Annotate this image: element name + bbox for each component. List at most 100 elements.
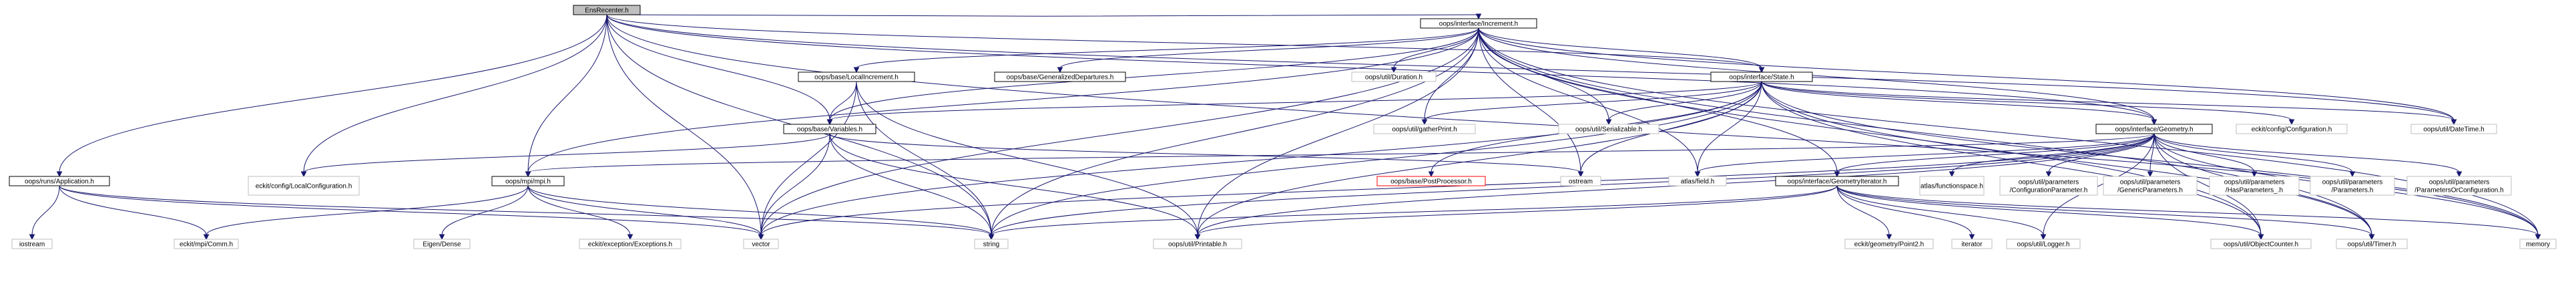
node-iostream[interactable]: iostream — [11, 239, 53, 249]
node-localincrement[interactable]: oops/base/LocalIncrement.h — [798, 72, 915, 82]
node-box — [2310, 176, 2395, 196]
edge-mpi-to-Comm — [203, 185, 529, 241]
node-parametersorconfiguration[interactable]: oops/util/parameters/ParametersOrConfigu… — [2406, 176, 2512, 196]
node-box — [1775, 176, 1899, 186]
edge-State-to-Configuration — [1761, 81, 2295, 126]
node-objectcounter[interactable]: oops/util/ObjectCounter.h — [2210, 239, 2312, 249]
node-box — [9, 176, 110, 186]
node-serializable[interactable]: oops/util/Serializable.h — [1558, 124, 1659, 134]
node-label: /Parameters.h — [2332, 187, 2374, 194]
node-label: oops/base/LocalIncrement.h — [814, 74, 898, 82]
node-geometry[interactable]: oops/interface/Geometry.h — [2095, 124, 2213, 134]
node-memory[interactable]: memory — [2519, 239, 2557, 249]
node-duration[interactable]: oops/util/Duration.h — [1351, 72, 1437, 82]
node-application[interactable]: oops/runs/Application.h — [9, 176, 110, 186]
edge-State-to-Variables — [826, 81, 1762, 126]
edge-LocalIncrement-to-Printable — [856, 81, 1201, 241]
node-configuration[interactable]: eckit/config/Configuration.h — [2236, 124, 2348, 134]
node-box — [579, 239, 682, 249]
edge-GeometryIterator-to-Timer — [1836, 185, 2375, 241]
node-label: oops/util/Timer.h — [2348, 241, 2396, 249]
node-box — [2209, 176, 2300, 196]
node-label: eckit/exception/Exceptions.h — [588, 241, 672, 249]
node-eigendense[interactable]: Eigen/Dense — [413, 239, 471, 249]
node-comm[interactable]: eckit/mpi/Comm.h — [174, 239, 239, 249]
node-label: oops/util/parameters — [2322, 179, 2383, 186]
node-localconfiguration[interactable]: eckit/config/LocalConfiguration.h — [248, 176, 360, 196]
node-geometryiterator[interactable]: oops/interface/GeometryIterator.h — [1775, 176, 1899, 186]
node-label: oops/base/PostProcessor.h — [1390, 178, 1472, 186]
edge-Increment-to-State — [1478, 27, 1765, 74]
node-field[interactable]: atlas/field.h — [1668, 176, 1727, 186]
node-generalizeddepartures[interactable]: oops/base/GeneralizedDepartures.h — [994, 72, 1126, 82]
node-variables[interactable]: oops/base/Variables.h — [783, 124, 876, 134]
node-vector[interactable]: vector — [743, 239, 779, 249]
node-label: oops/util/DateTime.h — [2423, 126, 2484, 134]
node-logger[interactable]: oops/util/Logger.h — [2006, 239, 2081, 249]
node-box — [1919, 176, 1985, 196]
edge-State-to-ostream — [1577, 81, 1762, 178]
node-genericparameters[interactable]: oops/util/parameters/GenericParameters.h — [2103, 176, 2198, 196]
node-box — [2519, 239, 2557, 249]
node-label: oops/util/parameters — [2224, 179, 2285, 186]
edge-Variables-to-ostream — [829, 133, 1584, 178]
node-label: oops/base/Variables.h — [797, 126, 862, 134]
node-parameters[interactable]: oops/util/parameters/Parameters.h — [2310, 176, 2395, 196]
node-gatherprint[interactable]: oops/util/gatherPrint.h — [1373, 124, 1476, 134]
edge-Increment-to-DateTime — [1478, 27, 2457, 126]
edge-mpi-to-vector — [527, 185, 764, 241]
node-state[interactable]: oops/interface/State.h — [1710, 72, 1813, 82]
node-datetime[interactable]: oops/util/DateTime.h — [2410, 124, 2497, 134]
node-printable[interactable]: oops/util/Printable.h — [1153, 239, 1242, 249]
node-box — [413, 239, 471, 249]
edge-mpi-to-EigenDense — [439, 185, 529, 241]
node-label: eckit/mpi/Comm.h — [180, 241, 233, 249]
edge-State-to-string — [988, 81, 1762, 241]
node-increment[interactable]: oops/interface/Increment.h — [1420, 18, 1537, 29]
edge-Increment-to-Duration — [1390, 27, 1479, 74]
node-label: oops/util/ObjectCounter.h — [2224, 241, 2298, 249]
node-label: EnsRecenter.h — [585, 7, 629, 15]
node-label: iostream — [19, 241, 45, 249]
node-postprocessor[interactable]: oops/base/PostProcessor.h — [1376, 176, 1486, 186]
node-exceptions[interactable]: eckit/exception/Exceptions.h — [579, 239, 682, 249]
edge-Variables-to-LocalConfiguration — [300, 133, 830, 178]
edge-Variables-to-string — [829, 133, 995, 241]
node-box — [1153, 239, 1242, 249]
node-ensrecenter[interactable]: EnsRecenter.h — [573, 5, 641, 15]
node-box — [1420, 18, 1537, 29]
node-point2[interactable]: eckit/geometry/Point2.h — [1844, 239, 1934, 249]
node-timer[interactable]: oops/util/Timer.h — [2336, 239, 2408, 249]
node-label: /ConfigurationParameter.h — [2010, 187, 2088, 194]
node-label: oops/interface/State.h — [1729, 74, 1794, 82]
edge-EnsRecenter-to-Increment — [606, 13, 1482, 20]
edge-GeometryIterator-to-Point2 — [1836, 185, 1892, 241]
edge-EnsRecenter-to-Geometry — [606, 14, 2157, 126]
node-label: eckit/config/LocalConfiguration.h — [256, 183, 352, 190]
node-string[interactable]: string — [974, 239, 1009, 249]
node-box — [783, 124, 876, 134]
node-box — [1558, 124, 1659, 134]
node-box — [2210, 239, 2312, 249]
node-configurationparameter[interactable]: oops/util/parameters/ConfigurationParame… — [1999, 176, 2098, 196]
edge-GeometryIterator-to-string — [988, 185, 1838, 241]
node-box — [1710, 72, 1813, 82]
node-label: eckit/geometry/Point2.h — [1854, 241, 1924, 249]
node-iterator[interactable]: iterator — [1951, 239, 1993, 249]
edge-GeometryIterator-to-iterator — [1836, 185, 1975, 241]
edge-GeometryIterator-to-memory — [1836, 185, 2541, 241]
edge-EnsRecenter-to-vector — [606, 14, 764, 241]
edge-Increment-to-GeometryIterator — [1478, 27, 1840, 178]
node-ostream[interactable]: ostream — [1560, 176, 1601, 186]
node-mpi[interactable]: oops/mpi/mpi.h — [491, 176, 565, 186]
edge-State-to-Serializable — [1605, 81, 1762, 126]
edge-mpi-to-Exceptions — [527, 185, 633, 241]
node-hasparameters[interactable]: oops/util/parameters/HasParameters_.h — [2209, 176, 2300, 196]
node-functionspace[interactable]: atlas/functionspace.h — [1919, 176, 1985, 196]
node-label: oops/interface/GeometryIterator.h — [1788, 178, 1887, 186]
node-label: ostream — [1569, 178, 1593, 186]
edge-GeometryIterator-to-Logger — [1836, 185, 2047, 241]
node-box — [743, 239, 779, 249]
node-box — [2095, 124, 2213, 134]
node-box — [798, 72, 915, 82]
